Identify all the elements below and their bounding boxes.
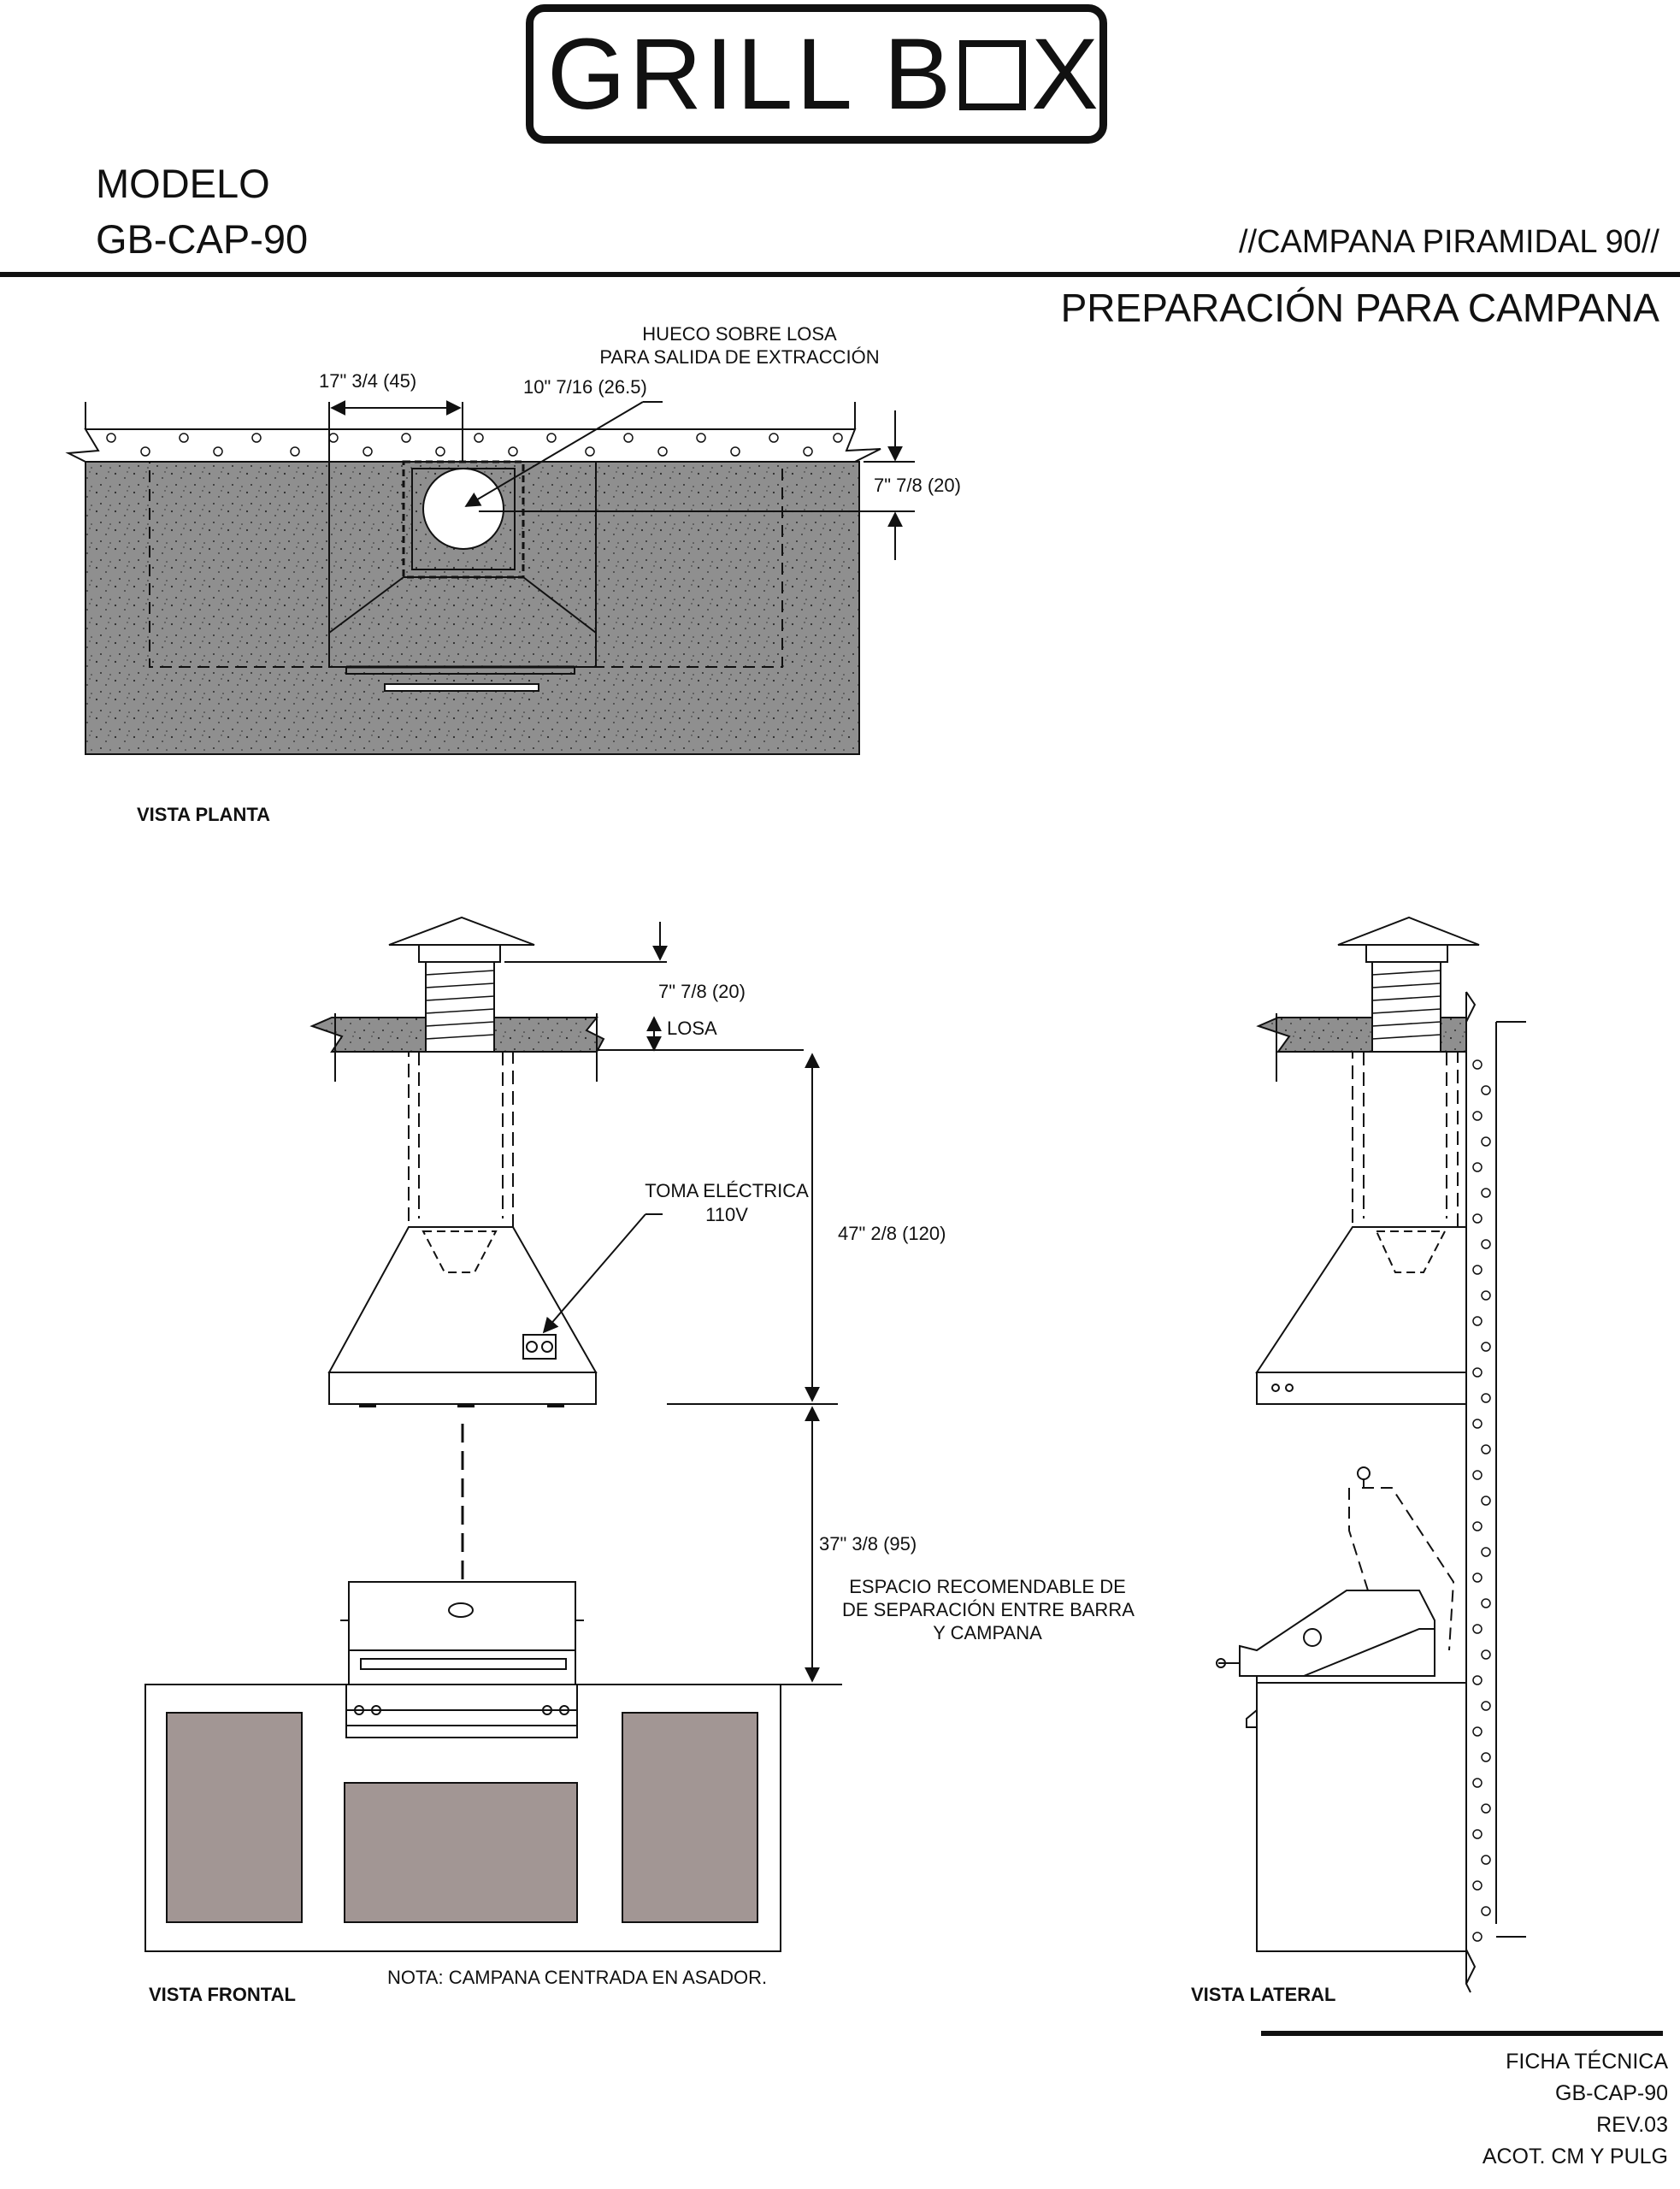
- dim-cap-label: 7" 7/8 (20): [658, 981, 746, 1002]
- section-title: PREPARACIÓN PARA CAMPANA: [1060, 286, 1659, 330]
- slab-label: LOSA: [667, 1018, 717, 1039]
- side-view-label: VISTA LATERAL: [1191, 1984, 1336, 2005]
- dim-hood-label: 47" 2/8 (120): [838, 1223, 946, 1244]
- footer-info: FICHA TÉCNICA GB-CAP-90 REV.03 ACOT. CM …: [1483, 2046, 1668, 2173]
- footer-line4: ACOT. CM Y PULG: [1482, 2145, 1668, 2168]
- side-view: [1216, 916, 1526, 1993]
- footer-divider: [1261, 2031, 1663, 2036]
- footer-line3: REV.03: [1596, 2113, 1668, 2137]
- centered-note: NOTA: CAMPANA CENTRADA EN ASADOR.: [387, 1967, 768, 1988]
- gravel-circles: [106, 433, 843, 457]
- outlet-label-line1: TOMA ELÉCTRICA: [645, 1180, 809, 1201]
- model-code: GB-CAP-90: [96, 216, 309, 262]
- front-view-label: VISTA FRONTAL: [149, 1984, 296, 2005]
- outlet-icon: [522, 1334, 557, 1360]
- brand-logo: [526, 4, 1107, 144]
- dim-offset-label: 7" 7/8 (20): [874, 475, 961, 496]
- logo-square-icon: [959, 40, 1027, 110]
- product-name: //CAMPANA PIRAMIDAL 90//: [1238, 224, 1659, 260]
- space-note-line1: ESPACIO RECOMENDABLE DE: [849, 1576, 1126, 1597]
- flex-duct-lines: [425, 970, 495, 1040]
- space-note-line3: Y CAMPANA: [933, 1622, 1042, 1643]
- model-label: MODELO: [96, 161, 270, 206]
- outlet-label-line2: 110V: [705, 1204, 748, 1225]
- header-divider: [0, 272, 1680, 277]
- space-note-line2: DE SEPARACIÓN ENTRE BARRA: [842, 1599, 1135, 1620]
- hole-note-line1: HUECO SOBRE LOSA: [642, 323, 837, 345]
- hole-note-line2: PARA SALIDA DE EXTRACCIÓN: [599, 346, 880, 368]
- wall-circles: [1472, 1059, 1491, 1942]
- plan-view-label: VISTA PLANTA: [137, 804, 271, 825]
- plan-view: [65, 400, 915, 755]
- footer-line1: FICHA TÉCNICA: [1506, 2050, 1668, 2074]
- front-view: [144, 916, 842, 1952]
- dim-width-label: 17" 3/4 (45): [319, 370, 417, 392]
- dim-diameter-label: 10" 7/16 (26.5): [523, 376, 647, 398]
- footer-line2: GB-CAP-90: [1555, 2081, 1668, 2105]
- dim-gap-label: 37" 3/8 (95): [819, 1533, 917, 1555]
